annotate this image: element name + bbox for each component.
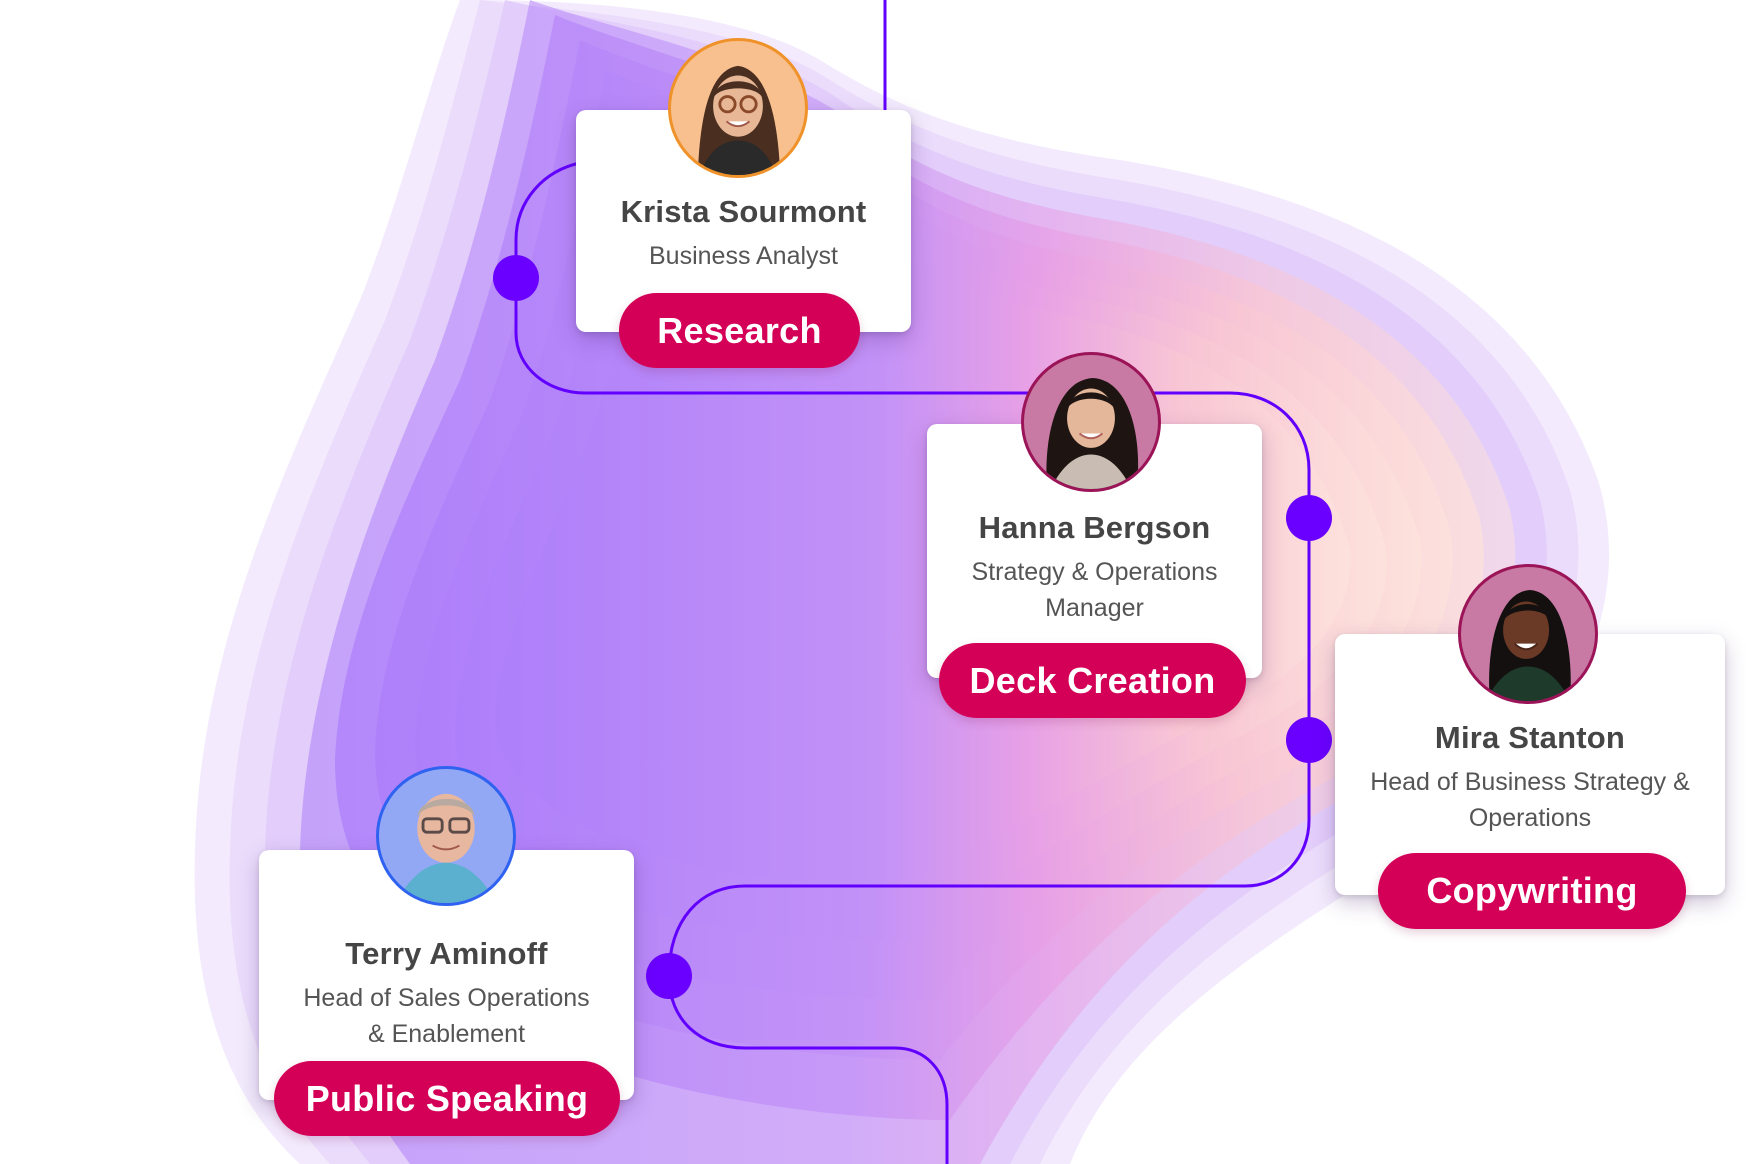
connector-dot-krista bbox=[493, 255, 539, 301]
avatar-mira bbox=[1458, 564, 1598, 704]
person-name: Terry Aminoff bbox=[345, 936, 548, 971]
person-photo-icon bbox=[1485, 589, 1571, 701]
skill-pill-deck-creation[interactable]: Deck Creation bbox=[939, 643, 1246, 718]
connector-dot-terry bbox=[646, 953, 692, 999]
avatar-terry bbox=[376, 766, 516, 906]
person-title: Head of Sales Operations & Enablement bbox=[303, 984, 590, 1048]
skill-pill-public-speaking[interactable]: Public Speaking bbox=[274, 1061, 620, 1136]
connector-dot-mira bbox=[1286, 717, 1332, 763]
person-name: Krista Sourmont bbox=[620, 194, 867, 229]
person-photo-icon bbox=[396, 793, 496, 903]
person-title: Business Analyst bbox=[649, 242, 838, 270]
skill-pill-copywriting[interactable]: Copywriting bbox=[1378, 853, 1686, 929]
person-title: Strategy & Operations Manager bbox=[971, 558, 1218, 622]
connector-dot-hanna bbox=[1286, 495, 1332, 541]
skill-pill-research[interactable]: Research bbox=[619, 293, 860, 368]
person-name: Hanna Bergson bbox=[978, 510, 1211, 545]
krista-to-hanna-connector bbox=[514, 161, 1311, 1164]
person-title: Head of Business Strategy & Operations bbox=[1370, 768, 1690, 832]
person-photo-icon bbox=[1046, 377, 1139, 489]
avatar-hanna bbox=[1021, 352, 1161, 492]
avatar-krista bbox=[668, 38, 808, 178]
person-name: Mira Stanton bbox=[1434, 720, 1626, 755]
person-photo-icon bbox=[697, 65, 781, 175]
